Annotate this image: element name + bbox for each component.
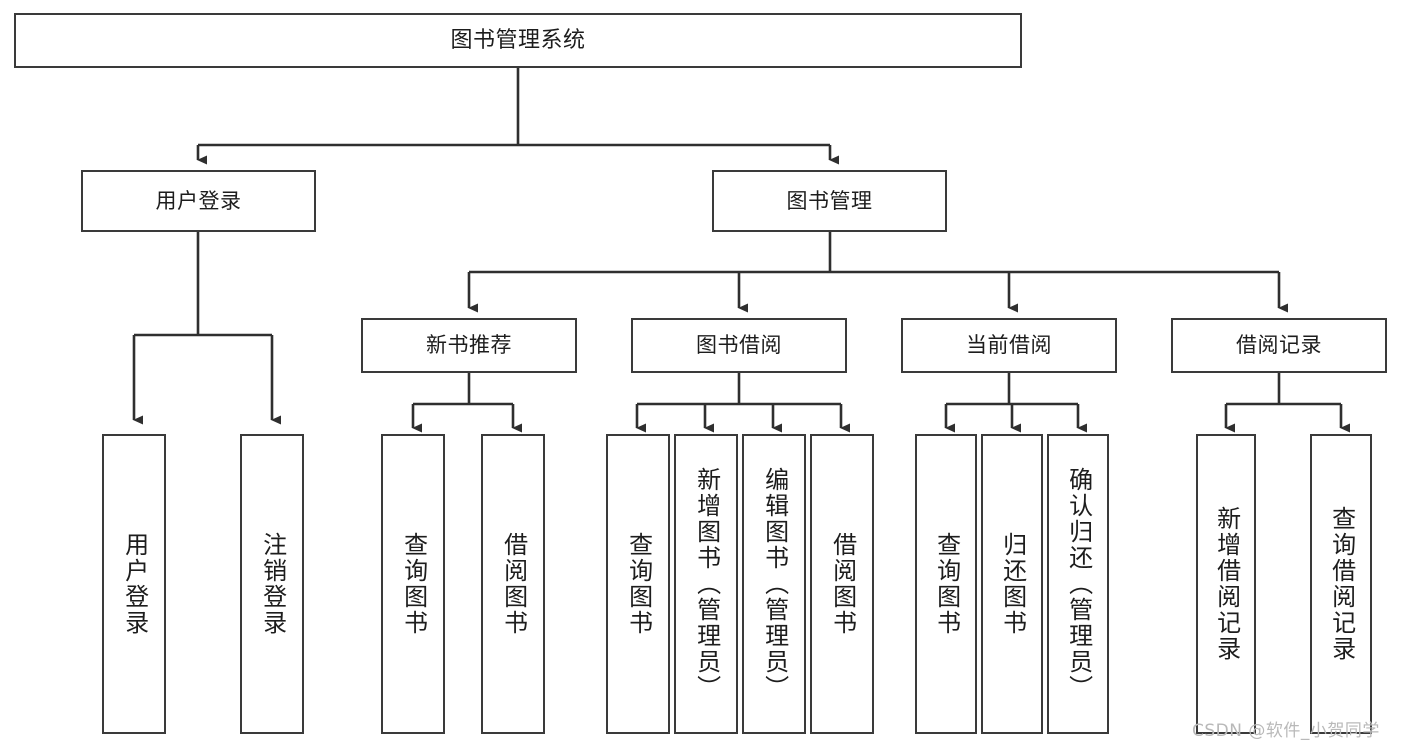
node-label: 借阅记录 bbox=[1236, 333, 1322, 358]
node-leaf-logout[interactable]: 注销登录 bbox=[240, 434, 304, 734]
node-label: 借阅图书 bbox=[828, 532, 857, 636]
node-leaf-query-book[interactable]: 查询图书 bbox=[606, 434, 670, 734]
node-leaf-add-borrow-record[interactable]: 新增借阅记录 bbox=[1196, 434, 1256, 734]
node-label: 查询图书 bbox=[399, 532, 428, 636]
node-leaf-add-book-admin[interactable]: 新增图书（管理员） bbox=[674, 434, 738, 734]
node-label: 新增图书（管理员） bbox=[692, 467, 721, 701]
node-label: 图书管理系统 bbox=[450, 27, 586, 53]
node-book-borrow[interactable]: 图书借阅 bbox=[631, 318, 847, 373]
node-borrow-record[interactable]: 借阅记录 bbox=[1171, 318, 1387, 373]
node-book-management[interactable]: 图书管理 bbox=[712, 170, 947, 232]
node-leaf-edit-book-admin[interactable]: 编辑图书（管理员） bbox=[742, 434, 806, 734]
node-label: 新书推荐 bbox=[426, 333, 512, 358]
node-current-borrow[interactable]: 当前借阅 bbox=[901, 318, 1117, 373]
node-label: 归还图书 bbox=[998, 532, 1027, 636]
node-label: 新增借阅记录 bbox=[1212, 506, 1241, 662]
node-root-system[interactable]: 图书管理系统 bbox=[14, 13, 1022, 68]
node-label: 确认归还（管理员） bbox=[1064, 467, 1093, 701]
watermark: CSDN @软件_小贺同学 bbox=[1192, 721, 1380, 741]
node-label: 用户登录 bbox=[120, 532, 149, 636]
node-user-login[interactable]: 用户登录 bbox=[81, 170, 316, 232]
node-label: 图书借阅 bbox=[696, 333, 782, 358]
node-label: 图书管理 bbox=[786, 188, 873, 213]
node-leaf-query-book-current[interactable]: 查询图书 bbox=[915, 434, 977, 734]
node-label: 编辑图书（管理员） bbox=[760, 467, 789, 701]
node-leaf-borrow-book-new[interactable]: 借阅图书 bbox=[481, 434, 545, 734]
node-new-book-recommend[interactable]: 新书推荐 bbox=[361, 318, 577, 373]
node-label: 用户登录 bbox=[155, 188, 242, 213]
node-label: 借阅图书 bbox=[499, 532, 528, 636]
node-label: 当前借阅 bbox=[966, 333, 1052, 358]
node-leaf-user-login[interactable]: 用户登录 bbox=[102, 434, 166, 734]
node-leaf-borrow-book[interactable]: 借阅图书 bbox=[810, 434, 874, 734]
node-leaf-confirm-return-admin[interactable]: 确认归还（管理员） bbox=[1047, 434, 1109, 734]
node-leaf-query-book-new[interactable]: 查询图书 bbox=[381, 434, 445, 734]
node-label: 查询借阅记录 bbox=[1327, 506, 1356, 662]
node-label: 注销登录 bbox=[258, 532, 287, 636]
node-leaf-query-borrow-record[interactable]: 查询借阅记录 bbox=[1310, 434, 1372, 734]
node-label: 查询图书 bbox=[932, 532, 961, 636]
node-label: 查询图书 bbox=[624, 532, 653, 636]
node-leaf-return-book[interactable]: 归还图书 bbox=[981, 434, 1043, 734]
